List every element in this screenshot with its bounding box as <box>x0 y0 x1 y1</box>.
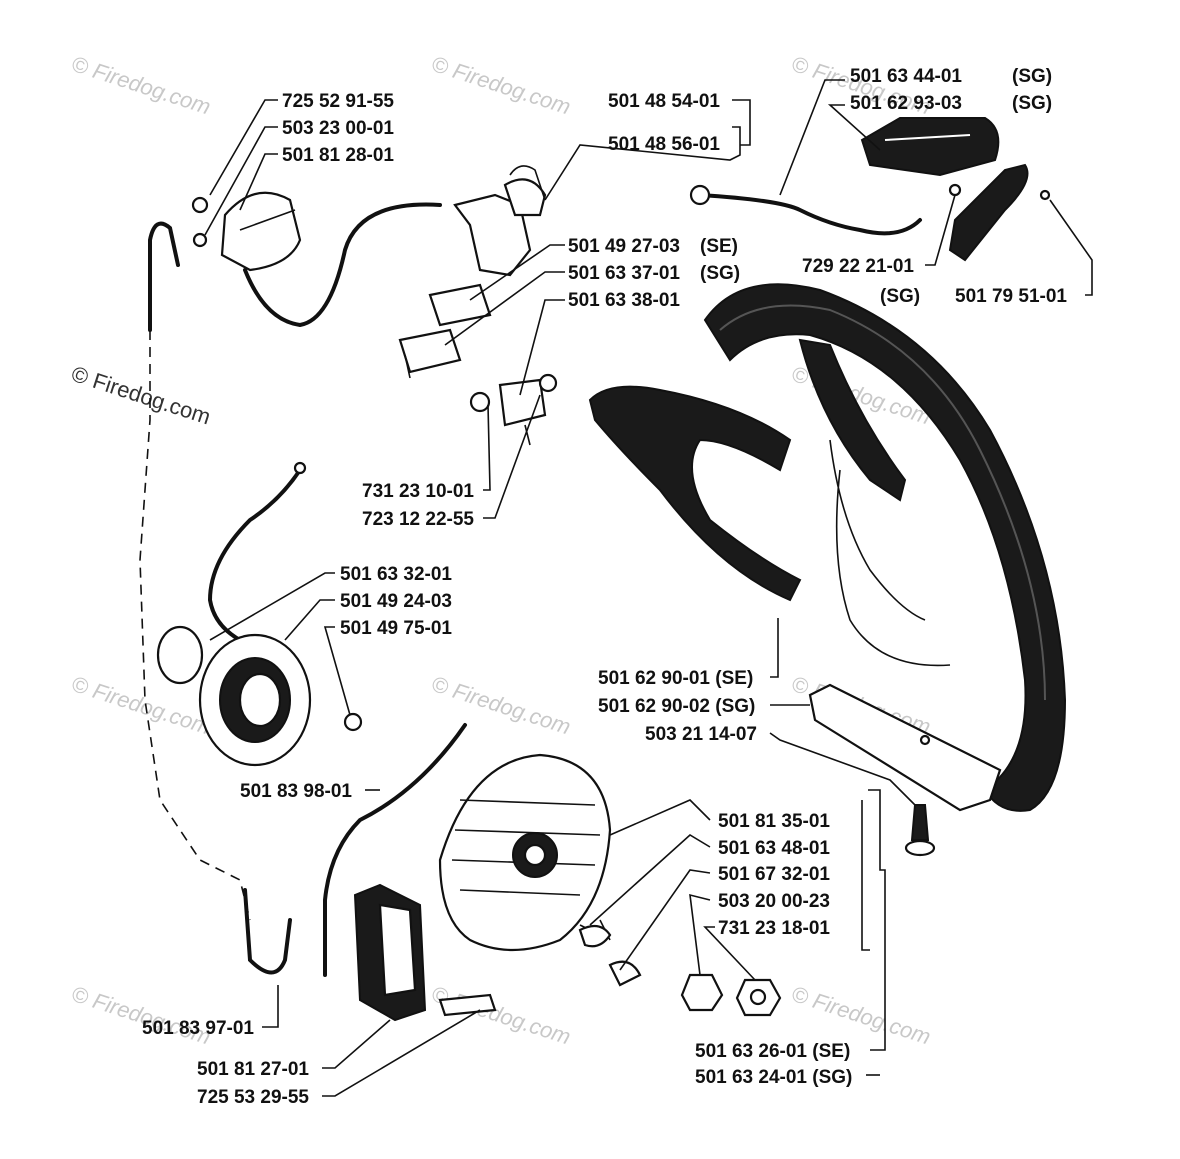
part-label: 503 20 00-23 <box>718 891 830 912</box>
part-label: 501 79 51-01 <box>955 286 1067 307</box>
part-label: 501 63 48-01 <box>718 838 830 859</box>
part-label: 501 49 75-01 <box>340 618 452 639</box>
part-label: 501 48 54-01 <box>608 91 720 112</box>
part-label: 501 49 27-03 <box>568 236 680 257</box>
part-label: 501 63 44-01 <box>850 66 962 87</box>
watermark: © Firedog.com <box>788 981 933 1049</box>
part-label: 731 23 10-01 <box>362 481 474 502</box>
part-label: 503 21 14-07 <box>645 724 757 745</box>
part-tag: (SG) <box>700 263 740 284</box>
watermark: © Firedog.com <box>68 671 213 739</box>
front-handle <box>588 283 1067 812</box>
cable <box>323 723 467 977</box>
stop-switch <box>453 165 547 277</box>
part-label: 501 48 56-01 <box>608 134 720 155</box>
part-label: 501 83 97-01 <box>142 1018 254 1039</box>
handle-plate <box>808 683 1002 812</box>
watermark-dark: © Firedog.com <box>68 361 213 429</box>
wire-hook-bottom <box>243 888 292 975</box>
generator <box>156 625 363 767</box>
wire-hook-top <box>148 221 180 332</box>
wire-terminal <box>293 461 307 475</box>
part-label: 501 62 93-03 <box>850 93 962 114</box>
ht-lead <box>243 202 442 328</box>
part-label: 501 81 27-01 <box>197 1059 309 1080</box>
handle-screw <box>904 804 936 857</box>
flywheel <box>438 753 612 952</box>
switch-bracket <box>398 283 492 379</box>
part-label: 731 23 18-01 <box>718 918 830 939</box>
handle-heater-wires <box>829 439 951 667</box>
part-label: 501 83 98-01 <box>240 781 352 802</box>
spark-plug-cap <box>191 191 302 272</box>
part-label: 501 63 38-01 <box>568 290 680 311</box>
earth-lead <box>698 193 922 236</box>
part-label: 501 62 90-01 (SE) <box>598 668 753 689</box>
part-label: 501 49 24-03 <box>340 591 452 612</box>
switch-contact <box>469 373 558 446</box>
part-label: 729 22 21-01 <box>802 256 914 277</box>
flywheel-nut <box>680 973 782 1017</box>
part-labels: 725 52 91-55 503 23 00-01 501 81 28-01 5… <box>142 66 1067 1108</box>
part-label: 501 63 32-01 <box>340 564 452 585</box>
watermark: © Firedog.com <box>68 981 213 1049</box>
part-label: 501 81 28-01 <box>282 145 394 166</box>
leader-lines <box>204 79 1093 1097</box>
generator-wire <box>207 468 302 647</box>
part-tag: (SE) <box>700 236 738 257</box>
starter-pawls <box>578 924 642 987</box>
dashed-wire <box>139 330 251 921</box>
ignition-module <box>353 883 497 1022</box>
part-label: 503 23 00-01 <box>282 118 394 139</box>
cable-lug <box>689 184 711 206</box>
part-label: 501 63 24-01 (SG) <box>695 1067 852 1088</box>
part-tag: (SG) <box>1012 93 1052 114</box>
part-label: 723 12 22-55 <box>362 509 474 530</box>
part-tag: (SG) <box>880 286 920 307</box>
part-label: 501 81 35-01 <box>718 811 830 832</box>
part-label: 501 63 37-01 <box>568 263 680 284</box>
part-label: 725 53 29-55 <box>197 1087 309 1108</box>
handle-pad <box>860 117 1051 262</box>
part-label: 501 63 26-01 (SE) <box>695 1041 850 1062</box>
watermark: © Firedog.com <box>428 671 573 739</box>
part-tag: (SG) <box>1012 66 1052 87</box>
watermark: © Firedog.com <box>428 51 573 119</box>
part-label: 501 67 32-01 <box>718 864 830 885</box>
part-label: 725 52 91-55 <box>282 91 394 112</box>
watermark: © Firedog.com <box>68 51 213 119</box>
part-label: 501 62 90-02 (SG) <box>598 696 755 717</box>
